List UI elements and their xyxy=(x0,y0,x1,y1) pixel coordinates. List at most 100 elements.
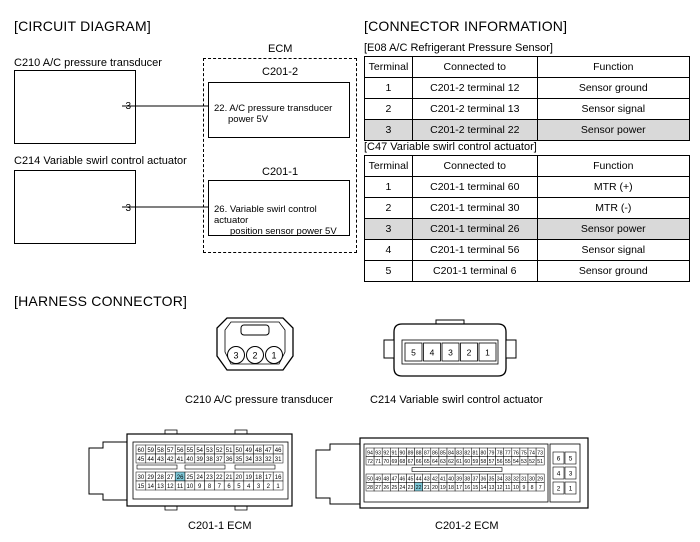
pin-60-label: 60 xyxy=(464,459,470,465)
pin-2-socket xyxy=(552,481,565,495)
pin-70-label: 70 xyxy=(383,459,389,465)
pin-14-label: 14 xyxy=(147,484,154,490)
cell-function: Sensor ground xyxy=(536,260,691,282)
c210-harness-caption: C210 A/C pressure transducer xyxy=(185,394,333,406)
pin-22-label: 22 xyxy=(416,485,422,491)
pin-1-label: 1 xyxy=(569,486,573,493)
c2011-label: C201-1 xyxy=(262,166,299,178)
pin-15-label: 15 xyxy=(138,484,145,490)
pin-18-label: 18 xyxy=(448,485,454,491)
cell-terminal: 1 xyxy=(364,176,413,198)
table-row: 1 C201-2 terminal 12 Sensor ground xyxy=(364,77,691,99)
cell-function: MTR (-) xyxy=(536,197,691,219)
pin-9-label: 9 xyxy=(523,485,526,491)
c2011-harness-caption: C201-1 ECM xyxy=(188,520,252,532)
pin-52-label: 52 xyxy=(216,448,223,454)
pin-1-socket xyxy=(564,481,577,495)
pin-88-label: 88 xyxy=(416,451,422,457)
pin-45-label: 45 xyxy=(408,477,414,483)
pin-71-label: 71 xyxy=(375,459,381,465)
pin-4-socket xyxy=(423,342,441,362)
cell-function: Sensor signal xyxy=(536,98,691,120)
pin-48-label: 48 xyxy=(383,477,389,483)
table-row-highlighted: 3 C201-1 terminal 26 Sensor power xyxy=(364,218,691,240)
keying-slot xyxy=(411,467,503,472)
pin-2-socket xyxy=(246,346,264,364)
c2011-pin-desc-line2: position sensor power 5V xyxy=(230,226,337,237)
c47-connector-table: Terminal Connected to Function 1 C201-1 … xyxy=(364,155,691,282)
ecm-boundary xyxy=(203,58,357,253)
pin-7-label: 7 xyxy=(539,485,542,491)
pin-23-label: 23 xyxy=(206,475,213,481)
pin-12-label: 12 xyxy=(497,485,503,491)
pin-19-label: 19 xyxy=(245,475,252,481)
pin-30-label: 30 xyxy=(529,477,535,483)
pin-87-label: 87 xyxy=(424,451,430,457)
pin-43-label: 43 xyxy=(157,457,164,463)
pin-41-label: 41 xyxy=(177,457,184,463)
pin-74-label: 74 xyxy=(529,451,535,457)
pin-33-label: 33 xyxy=(255,457,262,463)
pin-4-socket xyxy=(552,466,565,480)
pin-61-label: 61 xyxy=(456,459,462,465)
cell-connected: C201-1 terminal 30 xyxy=(411,197,538,219)
pin-31-label: 31 xyxy=(521,477,527,483)
pin-49-label: 49 xyxy=(375,477,381,483)
pin-17-label: 17 xyxy=(265,475,272,481)
pin-21-label: 21 xyxy=(424,485,430,491)
keying-slot xyxy=(136,464,178,470)
pin-1-label: 1 xyxy=(276,484,280,490)
pin-76-label: 76 xyxy=(513,451,519,457)
pin-59-label: 59 xyxy=(472,459,478,465)
pin-58-label: 58 xyxy=(157,448,164,454)
pin-8-label: 8 xyxy=(531,485,534,491)
pin-27-label: 27 xyxy=(375,485,381,491)
pin-36-label: 36 xyxy=(226,457,233,463)
connector-info-heading: [CONNECTOR INFORMATION] xyxy=(364,18,568,34)
cell-terminal: 3 xyxy=(364,218,413,240)
pin-41-label: 41 xyxy=(440,477,446,483)
pin-94-label: 94 xyxy=(367,451,373,457)
pin-3-label: 3 xyxy=(257,484,261,490)
pin-1-label: 1 xyxy=(485,348,490,358)
cell-function: Sensor signal xyxy=(536,239,691,261)
pin-84-label: 84 xyxy=(448,451,454,457)
pin-28-label: 28 xyxy=(157,475,164,481)
pin-52-label: 52 xyxy=(529,459,535,465)
pin-54-label: 54 xyxy=(196,448,203,454)
pin-79-label: 79 xyxy=(489,451,495,457)
pin-1-label: 1 xyxy=(271,351,276,361)
pin-93-label: 93 xyxy=(375,451,381,457)
e08-table-title: [E08 A/C Refrigerant Pressure Sensor] xyxy=(364,42,553,54)
pin-75-label: 75 xyxy=(521,451,527,457)
pin-3-label: 3 xyxy=(569,471,573,478)
pin-53-label: 53 xyxy=(206,448,213,454)
pin-63-label: 63 xyxy=(440,459,446,465)
pin-17-label: 17 xyxy=(456,485,462,491)
pin-5-label: 5 xyxy=(569,456,573,463)
pin-77-label: 77 xyxy=(505,451,511,457)
header-terminal: Terminal xyxy=(364,155,413,177)
pin-51-label: 51 xyxy=(537,459,543,465)
c2012-label: C201-2 xyxy=(262,66,299,78)
pin-31-socket xyxy=(272,453,284,464)
pin-6-label: 6 xyxy=(557,456,561,463)
pin-21-label: 21 xyxy=(226,475,233,481)
pin-11-label: 11 xyxy=(177,484,184,490)
pin-5-label: 5 xyxy=(237,484,241,490)
c2012-pin-desc-line2: power 5V xyxy=(228,114,269,125)
table-row: 4 C201-1 terminal 56 Sensor signal xyxy=(364,239,691,261)
pin-85-label: 85 xyxy=(440,451,446,457)
cell-connected: C201-1 terminal 56 xyxy=(411,239,538,261)
pin-66-label: 66 xyxy=(416,459,422,465)
c214-component-box: 3 xyxy=(14,170,136,244)
pin-25-label: 25 xyxy=(187,475,194,481)
pin-47-label: 47 xyxy=(265,448,272,454)
pin-27-label: 27 xyxy=(167,475,174,481)
pin-23-label: 23 xyxy=(408,485,414,491)
pin-92-label: 92 xyxy=(383,451,389,457)
pin-50-label: 50 xyxy=(236,448,243,454)
pin-15-label: 15 xyxy=(472,485,478,491)
c2012-harness-caption: C201-2 ECM xyxy=(435,520,499,532)
